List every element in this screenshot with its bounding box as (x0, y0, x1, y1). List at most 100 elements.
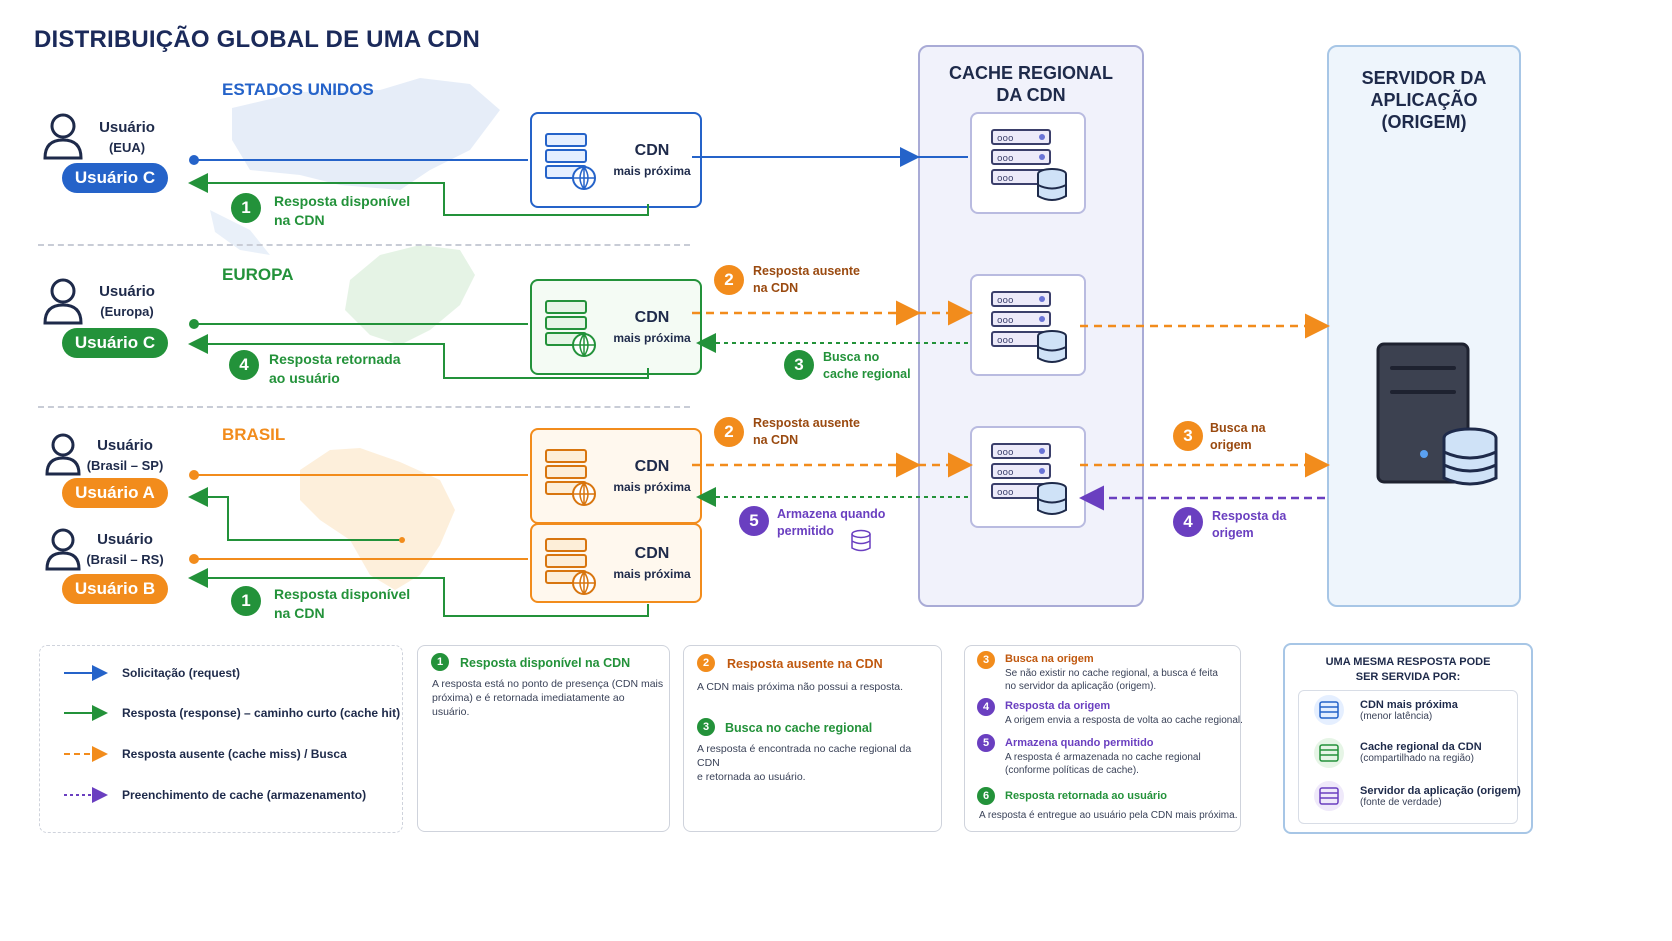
origin-server-title: SERVIDOR DA APLICAÇÃO (ORIGEM) (1327, 67, 1521, 133)
step-badge-eu-2: 2 (714, 265, 744, 295)
user-sub: (Brasil – SP) (86, 458, 164, 473)
user-sub: (EUA) (108, 140, 146, 155)
region-label-brazil: BRASIL (222, 425, 286, 444)
user-pill-usa[interactable]: Usuário C (62, 163, 168, 193)
step-label-br-5: Armazena quando permitido (777, 506, 885, 540)
svg-text:ooo: ooo (997, 154, 1014, 164)
cdn-box-brazil-rs[interactable]: CDN mais próxima (530, 523, 702, 603)
step-text-line: na CDN (753, 281, 799, 295)
step-label-br-2: Resposta ausente na CDN (753, 415, 860, 449)
note-title-2: Resposta ausente na CDN (727, 657, 883, 671)
note-body-line: A resposta é armazenada no cache regiona… (1005, 752, 1201, 763)
step-text-line: na CDN (274, 605, 325, 621)
cdn-title: CDN (634, 309, 670, 326)
note-body-3: A resposta é encontrada no cache regiona… (697, 742, 935, 784)
user-pill-brazil-sp[interactable]: Usuário A (62, 478, 168, 508)
served-by-item-cdn: CDN mais próxima (menor latência) (1360, 699, 1458, 722)
note-body-line: A origem envia a resposta de volta ao ca… (1005, 715, 1243, 726)
cdn-server-globe-icon (545, 449, 596, 506)
cache-server-db-icon: ooo ooo ooo (991, 129, 1067, 201)
step-text-line: Armazena quando (777, 507, 886, 521)
note-box-3 (964, 645, 1241, 832)
legend-arrows (64, 665, 108, 803)
step-label-eu-2: Resposta ausente na CDN (753, 263, 860, 297)
step-text-line: Resposta ausente (753, 264, 860, 278)
step-badge-rs-1: 1 (231, 586, 261, 616)
step-text-line: na CDN (274, 212, 325, 228)
store-db-small-icon (851, 529, 871, 552)
legend-response-label: Resposta (response) – caminho curto (cac… (122, 706, 401, 720)
user-name: Usuário (99, 119, 155, 136)
served-by-title: UMA MESMA RESPOSTA PODE SER SERVIDA POR: (1283, 655, 1533, 685)
note-body-line: no servidor da aplicação (origem). (1005, 681, 1157, 692)
note-body-3b: Se não existir no cache regional, a busc… (1005, 667, 1218, 693)
legend-request-label: Solicitação (request) (122, 666, 241, 680)
note-body-line: A CDN mais próxima não possui a resposta… (697, 681, 904, 693)
legend-fill-label: Preenchimento de cache (armazenamento) (122, 788, 367, 802)
note-title-3b: Busca na origem (1005, 653, 1094, 665)
served-by-item-sub: (fonte de verdade) (1360, 797, 1442, 808)
regional-cache-node-europe[interactable]: ooo ooo ooo (970, 274, 1086, 376)
brazil-sp-response-line (188, 487, 400, 541)
note-title-6: Resposta retornada ao usuário (1005, 790, 1167, 802)
cdn-server-globe-icon (545, 300, 596, 357)
cdn-title: CDN (634, 142, 670, 159)
regional-cache-node-usa[interactable]: ooo ooo ooo (970, 112, 1086, 214)
cache-server-db-icon: ooo ooo ooo (991, 291, 1067, 363)
brazil-map-shape (300, 448, 455, 590)
note-title-5: Armazena quando permitido (1005, 737, 1154, 749)
step-text-line: permitido (777, 524, 834, 538)
user-pill-brazil-rs[interactable]: Usuário B (62, 574, 168, 604)
usa-response-line (188, 173, 649, 216)
note-badge-3: 3 (697, 718, 715, 736)
step-text-line: Resposta retornada (269, 351, 401, 367)
cdn-subtitle: mais próxima (613, 164, 691, 178)
usa-map-shape (232, 78, 500, 190)
step-text-line: Resposta disponível (274, 586, 411, 602)
user-label-brazil-rs: Usuário (Brasil – RS) (80, 530, 170, 570)
user-pill-europe[interactable]: Usuário C (62, 328, 168, 358)
step-badge-br-2: 2 (714, 417, 744, 447)
cdn-box-usa[interactable]: CDN mais próxima (530, 112, 702, 208)
step-text-line: ao usuário (269, 370, 340, 386)
served-by-inner (1298, 690, 1518, 824)
note-body-line: Se não existir no cache regional, a busc… (1005, 668, 1218, 679)
note-badge-1: 1 (431, 653, 449, 671)
region-label-usa: ESTADOS UNIDOS (222, 80, 374, 99)
regional-cache-node-brazil[interactable]: ooo ooo ooo (970, 426, 1086, 528)
step-label-usa-1: Resposta disponível na CDN (274, 192, 410, 230)
cdn-subtitle: mais próxima (613, 331, 691, 345)
note-box-2 (683, 645, 942, 832)
note-body-line: (conforme políticas de cache). (1005, 765, 1139, 776)
step-text-line: cache regional (823, 367, 911, 381)
origin-title-line3: (ORIGEM) (1381, 112, 1467, 132)
step-text-line: Resposta disponível (274, 193, 411, 209)
step-label-br-4: Resposta da origem (1212, 508, 1286, 542)
note-box-1 (417, 645, 670, 832)
step-text-line: Busca no (823, 350, 880, 364)
step-text-line: origem (1212, 526, 1254, 540)
step-text-line: Busca na (1210, 421, 1266, 435)
svg-text:ooo: ooo (997, 296, 1014, 306)
note-body-6: A resposta é entregue ao usuário pela CD… (979, 809, 1237, 822)
served-by-regional-cache-icon (1314, 738, 1344, 768)
cdn-box-europe[interactable]: CDN mais próxima (530, 279, 702, 375)
step-label-eu-3: Busca no cache regional (823, 349, 911, 383)
note-title-3: Busca no cache regional (725, 721, 873, 735)
note-body-1: A resposta está no ponto de presença (CD… (432, 677, 664, 719)
served-by-icons (1314, 695, 1344, 811)
cdn-server-globe-icon (545, 133, 596, 190)
step-label-eu-4: Resposta retornada ao usuário (269, 350, 400, 388)
brazil-rs-response-line (188, 568, 649, 617)
cdn-subtitle: mais próxima (613, 480, 691, 494)
legend-miss-label: Resposta ausente (cache miss) / Busca (122, 747, 347, 761)
user-label-europe: Usuário (Europa) (82, 282, 172, 322)
user-label-brazil-sp: Usuário (Brasil – SP) (80, 436, 170, 476)
step-text-line: origem (1210, 438, 1252, 452)
step-text-line: Resposta da (1212, 509, 1287, 523)
user-icon-europe (42, 277, 84, 330)
origin-title-line1: SERVIDOR DA (1361, 68, 1487, 88)
note-body-line: A resposta está no ponto de presença (CD… (432, 678, 664, 690)
user-icon-usa (42, 112, 84, 165)
